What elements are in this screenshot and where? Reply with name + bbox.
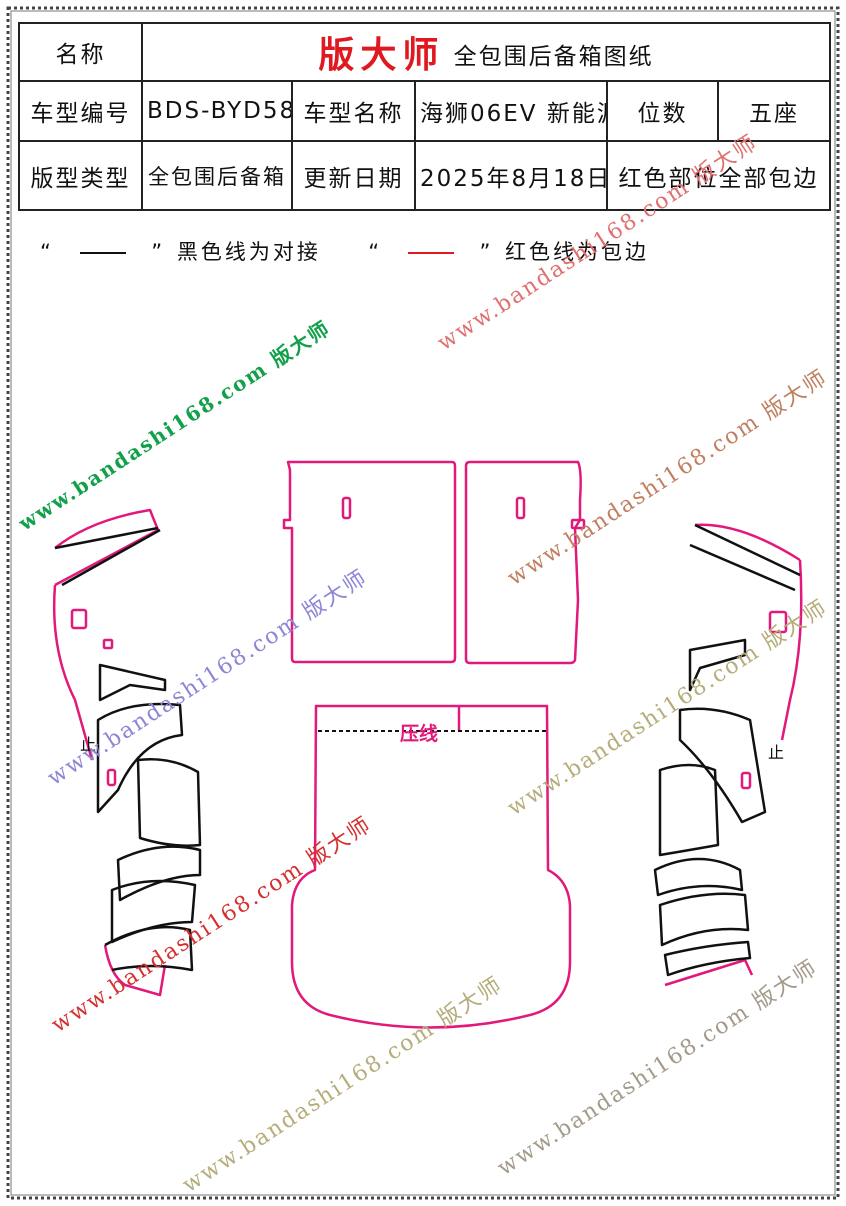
legend-quote: ” bbox=[479, 240, 494, 264]
document-title: 全包围后备箱图纸 bbox=[453, 43, 654, 70]
floor-panel bbox=[290, 704, 572, 1029]
update-date-value: 2025年8月18日 bbox=[414, 140, 608, 211]
seat-back-left-panel bbox=[282, 460, 457, 664]
slot-cutout bbox=[515, 496, 526, 520]
stop-mark-right: 止 bbox=[768, 743, 784, 762]
right-side-seam bbox=[678, 707, 767, 824]
right-side-seam bbox=[653, 857, 744, 897]
right-side-seam bbox=[694, 523, 801, 577]
right-side-seam bbox=[658, 763, 720, 857]
slot-cutout bbox=[102, 638, 114, 650]
slot-cutout bbox=[740, 771, 752, 790]
left-side-seam bbox=[61, 528, 161, 587]
black-line-meaning: 黑色线为对接 bbox=[176, 240, 321, 264]
seats-value: 五座 bbox=[716, 79, 832, 143]
stop-mark-left: 止 bbox=[80, 735, 96, 754]
model-code-value: BDS-BYD5811V bbox=[141, 79, 293, 143]
slot-cutout bbox=[106, 768, 117, 787]
right-side-seam bbox=[689, 543, 796, 592]
left-side-seam bbox=[96, 702, 184, 814]
left-side-seam bbox=[136, 758, 202, 847]
legend-quote: “ bbox=[40, 240, 54, 264]
pattern-type-value: 全包围后备箱 bbox=[141, 140, 293, 211]
black-line-sample bbox=[79, 252, 126, 254]
model-code-label: 车型编号 bbox=[18, 79, 143, 143]
red-line-sample bbox=[407, 252, 454, 254]
right-side-seam bbox=[663, 940, 752, 977]
left-side-upper-edge bbox=[54, 508, 160, 587]
left-side-seam bbox=[116, 845, 202, 902]
line-legend: “ ” 黑色线为对接 “ ” 红色线为包边 bbox=[38, 236, 649, 266]
left-side-lower-edge bbox=[103, 944, 167, 997]
legend-quote: ” bbox=[151, 240, 166, 264]
legend-quote: “ bbox=[368, 240, 383, 264]
name-label: 名称 bbox=[18, 22, 143, 82]
red-line-meaning: 红色线为包边 bbox=[505, 240, 650, 264]
update-date-label: 更新日期 bbox=[291, 140, 416, 211]
right-side-lower-edge bbox=[664, 958, 754, 987]
left-side-seam bbox=[98, 663, 167, 702]
right-side-seam bbox=[658, 892, 750, 947]
model-name-label: 车型名称 bbox=[291, 79, 416, 143]
info-table: 名称 版大师 全包围后备箱图纸 车型编号 BDS-BYD5811V 车型名称 海… bbox=[18, 22, 832, 211]
slot-cutout bbox=[570, 518, 586, 530]
press-line-label: 压线 bbox=[400, 722, 438, 745]
right-side-upper-edge bbox=[694, 523, 801, 562]
slot-cutout bbox=[70, 608, 88, 630]
left-side-seam bbox=[54, 526, 159, 550]
seats-label: 位数 bbox=[606, 79, 719, 143]
right-side-main-edge bbox=[780, 559, 803, 741]
right-side-seam bbox=[688, 638, 747, 692]
pattern-type-label: 版型类型 bbox=[18, 140, 143, 211]
slot-cutout bbox=[341, 496, 352, 520]
slot-cutout bbox=[768, 610, 788, 634]
edge-note: 红色部位全部包边 bbox=[605, 140, 832, 211]
left-side-seam bbox=[104, 925, 194, 972]
model-name-value: 海狮06EV 新能源 bbox=[414, 79, 608, 143]
brand-title: 版大师 bbox=[318, 34, 445, 76]
document-title-cell: 版大师 全包围后备箱图纸 bbox=[140, 22, 832, 82]
seat-back-right-panel bbox=[464, 460, 582, 665]
left-side-main-edge bbox=[52, 584, 94, 761]
